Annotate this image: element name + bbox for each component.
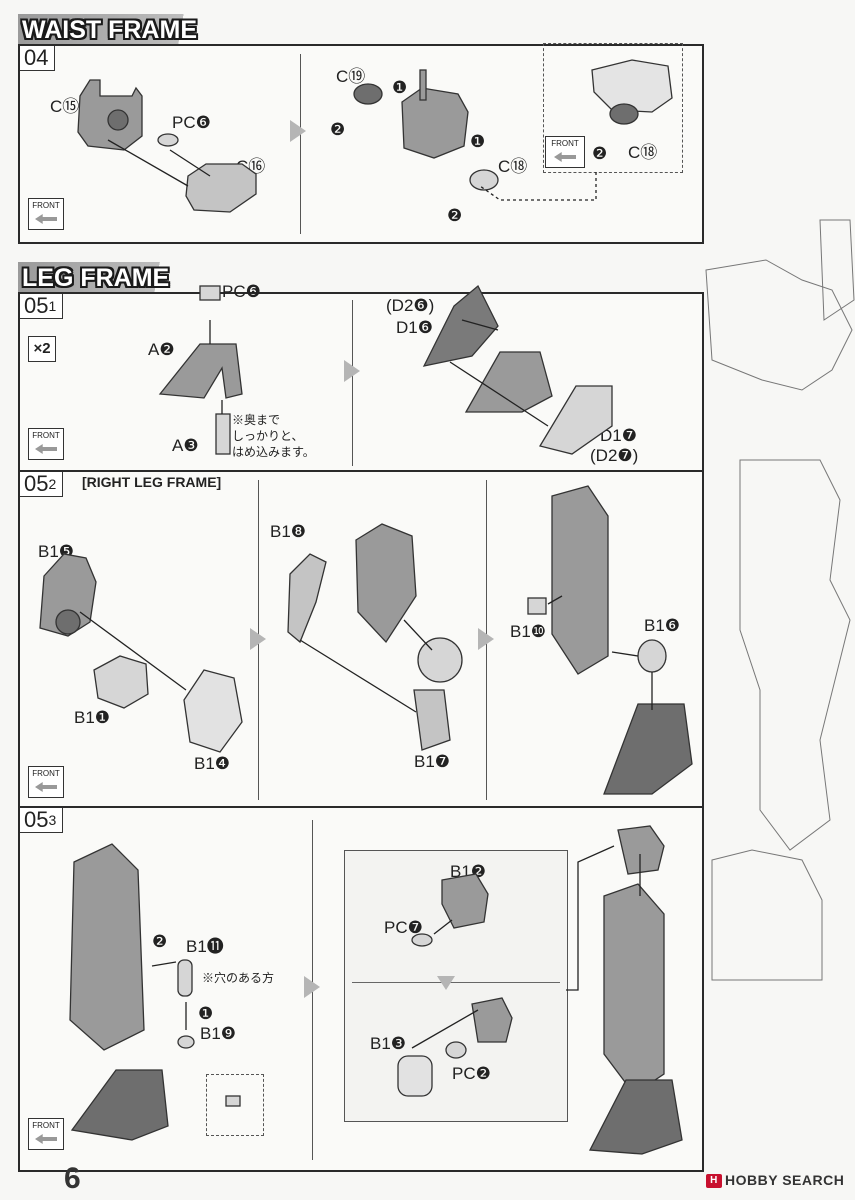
hole-side-note: ※穴のある方 bbox=[202, 971, 275, 985]
subassembly-separator bbox=[352, 982, 560, 983]
next-step-arrow bbox=[290, 120, 306, 142]
label-a2: A❷ bbox=[148, 340, 175, 359]
label-b18: B1❽ bbox=[270, 522, 307, 541]
label-d27: (D2❼) bbox=[590, 446, 639, 465]
label-b110: B1❿ bbox=[510, 622, 547, 641]
hobby-search-logo-icon: H bbox=[706, 1174, 722, 1189]
label-step2-b: ❷ bbox=[447, 206, 463, 225]
label-c18-inset: C⑱ bbox=[628, 143, 658, 162]
divider-05-2-top bbox=[18, 470, 702, 472]
label-c18: C⑱ bbox=[498, 157, 528, 176]
label-b14: B1❹ bbox=[194, 754, 231, 773]
waist-frame-title: WAIST FRAME bbox=[18, 14, 207, 47]
label-step1-a: ❶ bbox=[392, 78, 408, 97]
front-indicator-05-3: FRONT bbox=[28, 1118, 64, 1150]
label-step2-c: ❷ bbox=[592, 144, 608, 163]
waist-divider bbox=[300, 54, 301, 234]
label-c19: C⑲ bbox=[336, 67, 366, 86]
right-leg-caption: [RIGHT LEG FRAME] bbox=[82, 474, 222, 490]
next-arrow-05-1 bbox=[344, 360, 360, 382]
next-arrow-05-3 bbox=[304, 976, 320, 998]
label-pc6-leg: PC❻ bbox=[222, 282, 261, 301]
b19-detail-inset bbox=[206, 1074, 264, 1136]
next-arrow-05-2-a bbox=[250, 628, 266, 650]
label-b17: B1❼ bbox=[414, 752, 451, 771]
front-indicator-05-1: FRONT bbox=[28, 428, 64, 460]
label-05-3-step2: ❷ bbox=[152, 932, 168, 951]
step-05-2-label: 052 bbox=[20, 472, 64, 497]
label-05-3-step1: ❶ bbox=[198, 1004, 214, 1023]
label-b13: B1❸ bbox=[370, 1034, 407, 1053]
label-d17: D1❼ bbox=[600, 426, 637, 445]
step-05-3-label: 053 bbox=[20, 808, 64, 833]
label-c15: C⑮ bbox=[50, 97, 80, 116]
label-b111: B1⓫ bbox=[186, 937, 224, 956]
label-b16: B1❻ bbox=[644, 616, 681, 635]
page-number: 6 bbox=[64, 1162, 81, 1195]
label-a3: A❸ bbox=[172, 436, 199, 455]
insert-note: ※奥までしっかりと、はめ込みます。 bbox=[232, 413, 315, 459]
divider-05-3-top bbox=[18, 806, 702, 808]
next-arrow-05-2-b bbox=[478, 628, 494, 650]
front-indicator-05-2: FRONT bbox=[28, 766, 64, 798]
front-indicator-inset: FRONT bbox=[545, 136, 585, 168]
label-step2-a: ❷ bbox=[330, 120, 346, 139]
label-pc7: PC❼ bbox=[384, 918, 423, 937]
step-05-1-label: 051 bbox=[20, 294, 64, 319]
label-d26: (D2❻) bbox=[386, 296, 435, 315]
label-step1-b: ❶ bbox=[470, 132, 486, 151]
subassembly-arrow-icon bbox=[437, 976, 455, 990]
leg-frame-title: LEG FRAME bbox=[18, 262, 180, 295]
part-waist-assembly bbox=[401, 87, 469, 159]
divider-05-1 bbox=[352, 300, 353, 466]
label-pc6: PC❻ bbox=[172, 113, 211, 132]
detail-inset bbox=[543, 43, 683, 173]
label-d16: D1❻ bbox=[396, 318, 433, 337]
label-b11: B1❶ bbox=[74, 708, 111, 727]
quantity-x2: ×2 bbox=[28, 336, 56, 362]
label-b19: B1❾ bbox=[200, 1024, 237, 1043]
step-04-label: 04 bbox=[20, 46, 56, 71]
front-indicator: FRONT bbox=[28, 198, 64, 230]
label-pc2: PC❷ bbox=[452, 1064, 491, 1083]
